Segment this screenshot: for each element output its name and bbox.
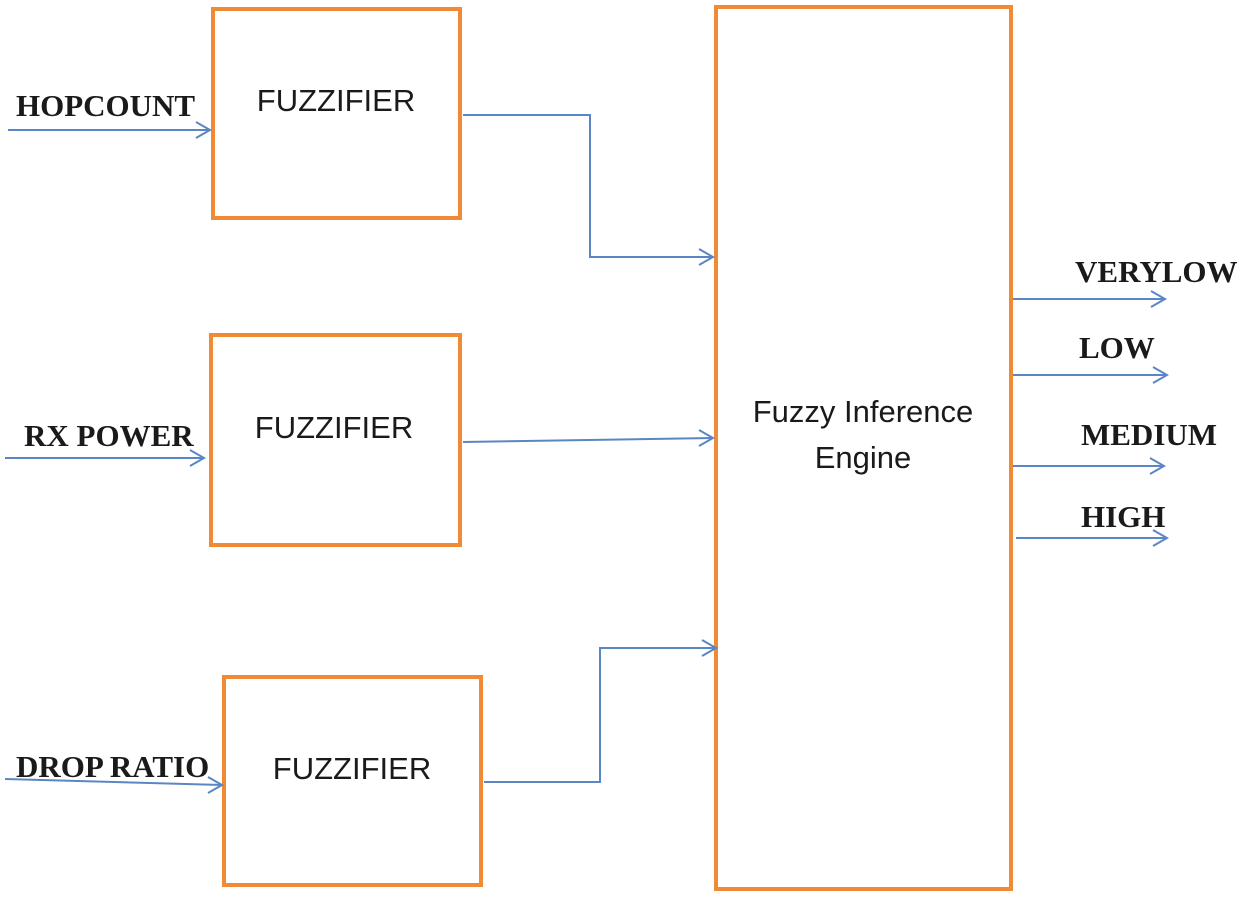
fuzzifier-label-drop-ratio: FUZZIFIER [273, 751, 431, 786]
fuzzifier-label-rx-power: FUZZIFIER [255, 410, 413, 445]
output-label-high: HIGH [1081, 499, 1165, 534]
output-label-medium: MEDIUM [1081, 417, 1217, 452]
fuzzifier-block-rx-power [209, 333, 462, 547]
output-arrow-high [1016, 529, 1170, 547]
fuzzy-inference-engine-block [714, 5, 1013, 891]
output-arrow-verylow [1013, 290, 1168, 308]
output-arrow-low [1013, 366, 1170, 384]
connector-hopcount-to-engine [463, 114, 716, 266]
output-label-verylow: VERYLOW [1075, 254, 1238, 289]
input-arrow-drop-ratio [4, 776, 225, 794]
engine-label-line2: Engine [815, 440, 912, 475]
engine-label-line1: Fuzzy Inference [753, 394, 974, 429]
connector-rx-power-to-engine [462, 429, 716, 447]
input-label-hopcount: HOPCOUNT [16, 88, 195, 123]
output-arrow-medium [1013, 457, 1167, 475]
fuzzifier-block-hopcount [211, 7, 462, 220]
input-label-rx-power: RX POWER [24, 418, 194, 453]
input-arrow-rx-power [5, 449, 207, 467]
input-arrow-hopcount [8, 121, 213, 139]
connector-drop-ratio-to-engine [484, 639, 719, 783]
fuzzifier-label-hopcount: FUZZIFIER [257, 83, 415, 118]
output-label-low: LOW [1079, 330, 1155, 365]
fuzzifier-block-drop-ratio [222, 675, 483, 887]
input-label-drop-ratio: DROP RATIO [16, 749, 209, 784]
